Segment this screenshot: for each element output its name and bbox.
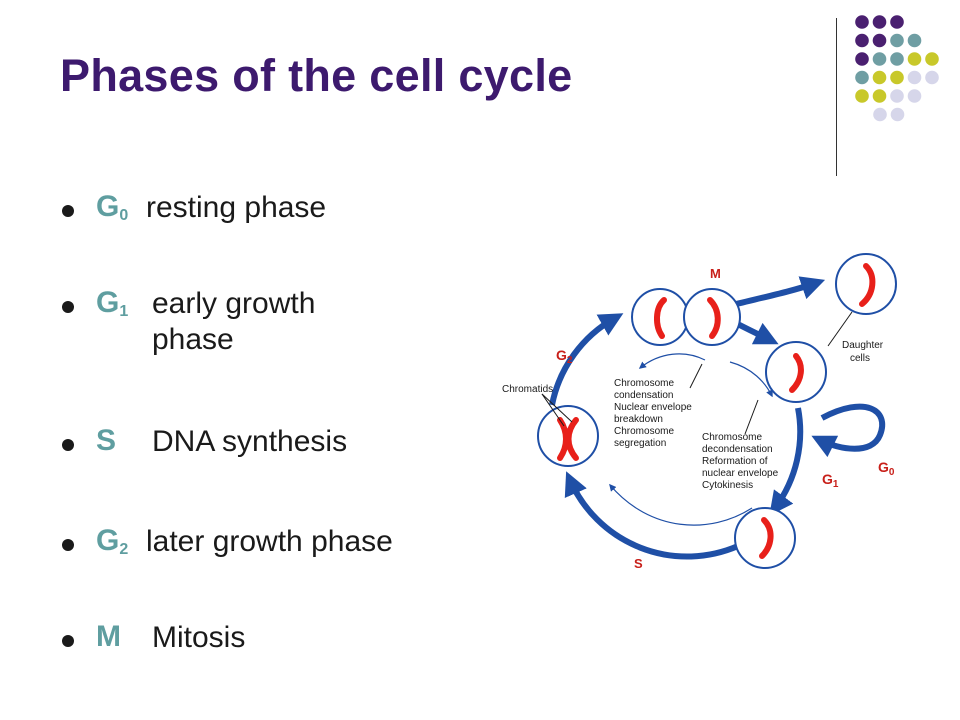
- cycle-arc-g2: [549, 313, 624, 406]
- decorative-dot: [925, 70, 939, 85]
- pointer-decondensation: [744, 399, 759, 435]
- phase-desc-g1: early growth phase: [152, 287, 316, 356]
- bullet-dot: [62, 539, 74, 551]
- phase-desc-g0: resting phase: [146, 191, 327, 224]
- cycle-arc-s: [564, 471, 740, 560]
- phase-label-g0: G0: [878, 459, 895, 478]
- phase-desc-m: Mitosis: [152, 621, 246, 654]
- phase-label-g1: G1: [822, 471, 839, 490]
- pointer-condensation: [689, 363, 703, 389]
- phase-key-s: S: [96, 424, 117, 457]
- slide-title: Phases of the cell cycle: [60, 50, 573, 101]
- bullet-dot: [62, 635, 74, 647]
- decorative-dot: [873, 107, 887, 122]
- decorative-dot: [890, 70, 904, 85]
- inner-arrow-inner-cycle: [609, 483, 753, 526]
- decorative-dot: [890, 107, 905, 122]
- decorative-dot: [855, 89, 869, 103]
- decorative-dot: [925, 52, 939, 66]
- decorative-dot: [907, 89, 922, 103]
- bullet-dot: [62, 205, 74, 217]
- decorative-dot: [890, 33, 904, 48]
- cell-daughter: [835, 253, 897, 315]
- cycle-arc-g0-loop: [811, 403, 886, 458]
- decorative-dot: [890, 15, 904, 29]
- pointer-daughter: [827, 311, 853, 347]
- decorative-dot: [872, 70, 887, 85]
- bullet-dot: [62, 439, 74, 451]
- phase-key-g0: G0: [96, 190, 129, 224]
- cycle-arc-to-daughter: [727, 276, 826, 309]
- cell-mitosis-left: [631, 288, 689, 346]
- phase-key-g2: G2: [96, 524, 129, 558]
- cell-mitosis-right: [683, 288, 741, 346]
- phase-key-g1: G1: [96, 286, 129, 320]
- decorative-dot: [855, 52, 869, 66]
- inner-arrow-condensation: [638, 353, 706, 369]
- decorative-dot: [890, 89, 904, 103]
- pointer-chromatids-1: [541, 393, 565, 427]
- decorative-dot-grid: [855, 15, 939, 122]
- chromatids-label: Chromatids: [502, 384, 553, 395]
- decorative-dot: [855, 70, 869, 85]
- phase-label-m: M: [710, 266, 721, 281]
- daughter-cells-label: Daughter cells: [842, 340, 886, 364]
- decorative-dot: [872, 89, 887, 103]
- inner-arrow-decondensation: [729, 361, 773, 398]
- decorative-dot: [907, 33, 922, 48]
- decorative-dot: [872, 15, 887, 29]
- decorative-dot: [907, 70, 922, 85]
- decorative-divider-line: [836, 18, 837, 176]
- mitosis-events-text: Chromosome condensation Nuclear envelope…: [614, 378, 695, 449]
- bullet-dot: [62, 301, 74, 313]
- decorative-dot: [907, 52, 922, 66]
- phase-desc-g2: later growth phase: [146, 525, 393, 558]
- phase-label-s: S: [634, 556, 643, 571]
- cycle-arc-g1: [769, 407, 804, 516]
- phase-desc-s: DNA synthesis: [152, 425, 348, 458]
- telophase-events-text: Chromosome decondensation Reformation of…: [702, 432, 781, 491]
- decorative-dot: [872, 33, 887, 48]
- pointer-chromatids-2: [541, 393, 573, 423]
- cell-early-g1: [765, 341, 827, 403]
- decorative-dot: [872, 52, 887, 66]
- cell-g1: [734, 507, 796, 569]
- cell-cycle-diagram: M G2 G1 G0 S Chromatids Daughter cells C…: [502, 253, 897, 571]
- decorative-dot: [855, 15, 869, 29]
- phase-label-g2: G2: [556, 347, 573, 366]
- decorative-dot: [890, 52, 904, 66]
- cell-chromatids: [537, 405, 599, 467]
- decorative-dot: [855, 33, 869, 48]
- phase-key-m: M: [96, 620, 121, 653]
